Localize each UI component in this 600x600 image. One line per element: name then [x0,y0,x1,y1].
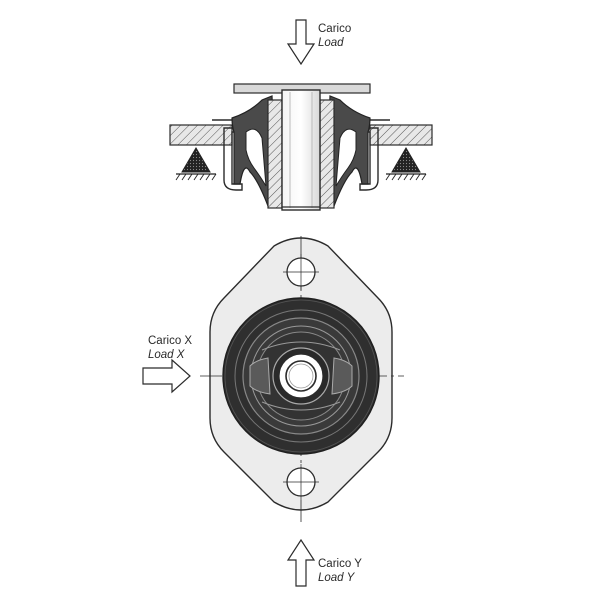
right-arrow-icon [142,358,191,394]
support-triangle-icon [181,147,211,173]
left-base-plate [169,124,233,146]
load-x-secondary: Load X [148,349,185,361]
mounting-hole-top [283,254,319,290]
center-bore [285,360,317,392]
plan-view [142,236,404,587]
section-view [169,19,433,211]
sleeve-left [267,99,283,209]
left-bracket [212,119,246,191]
right-support [385,147,427,181]
central-pin [281,89,321,211]
support-triangle-icon [391,147,421,173]
load-top-label: Carico Load [318,22,351,50]
load-y-primary: Carico Y [318,558,362,570]
load-y-secondary: Load Y [318,572,355,584]
down-arrow-icon [286,19,316,66]
load-top-primary: Carico [318,23,352,35]
mounting-hole-bottom [283,464,319,500]
left-support [175,147,217,181]
load-top-secondary: Load [318,37,344,49]
up-arrow-icon [286,538,316,587]
slot-right [331,357,353,395]
rubber-cavity-right [335,128,357,187]
right-base-plate [369,124,433,146]
rubber-cavity-left [245,128,267,187]
sleeve-right [319,99,335,209]
load-x-primary: Carico X [148,335,193,347]
slot-left [249,357,271,395]
rubber-ring-1 [234,309,368,443]
right-bracket [356,119,390,191]
load-x-label: Carico X Load X [148,334,192,362]
load-y-label: Carico Y Load Y [318,557,362,585]
